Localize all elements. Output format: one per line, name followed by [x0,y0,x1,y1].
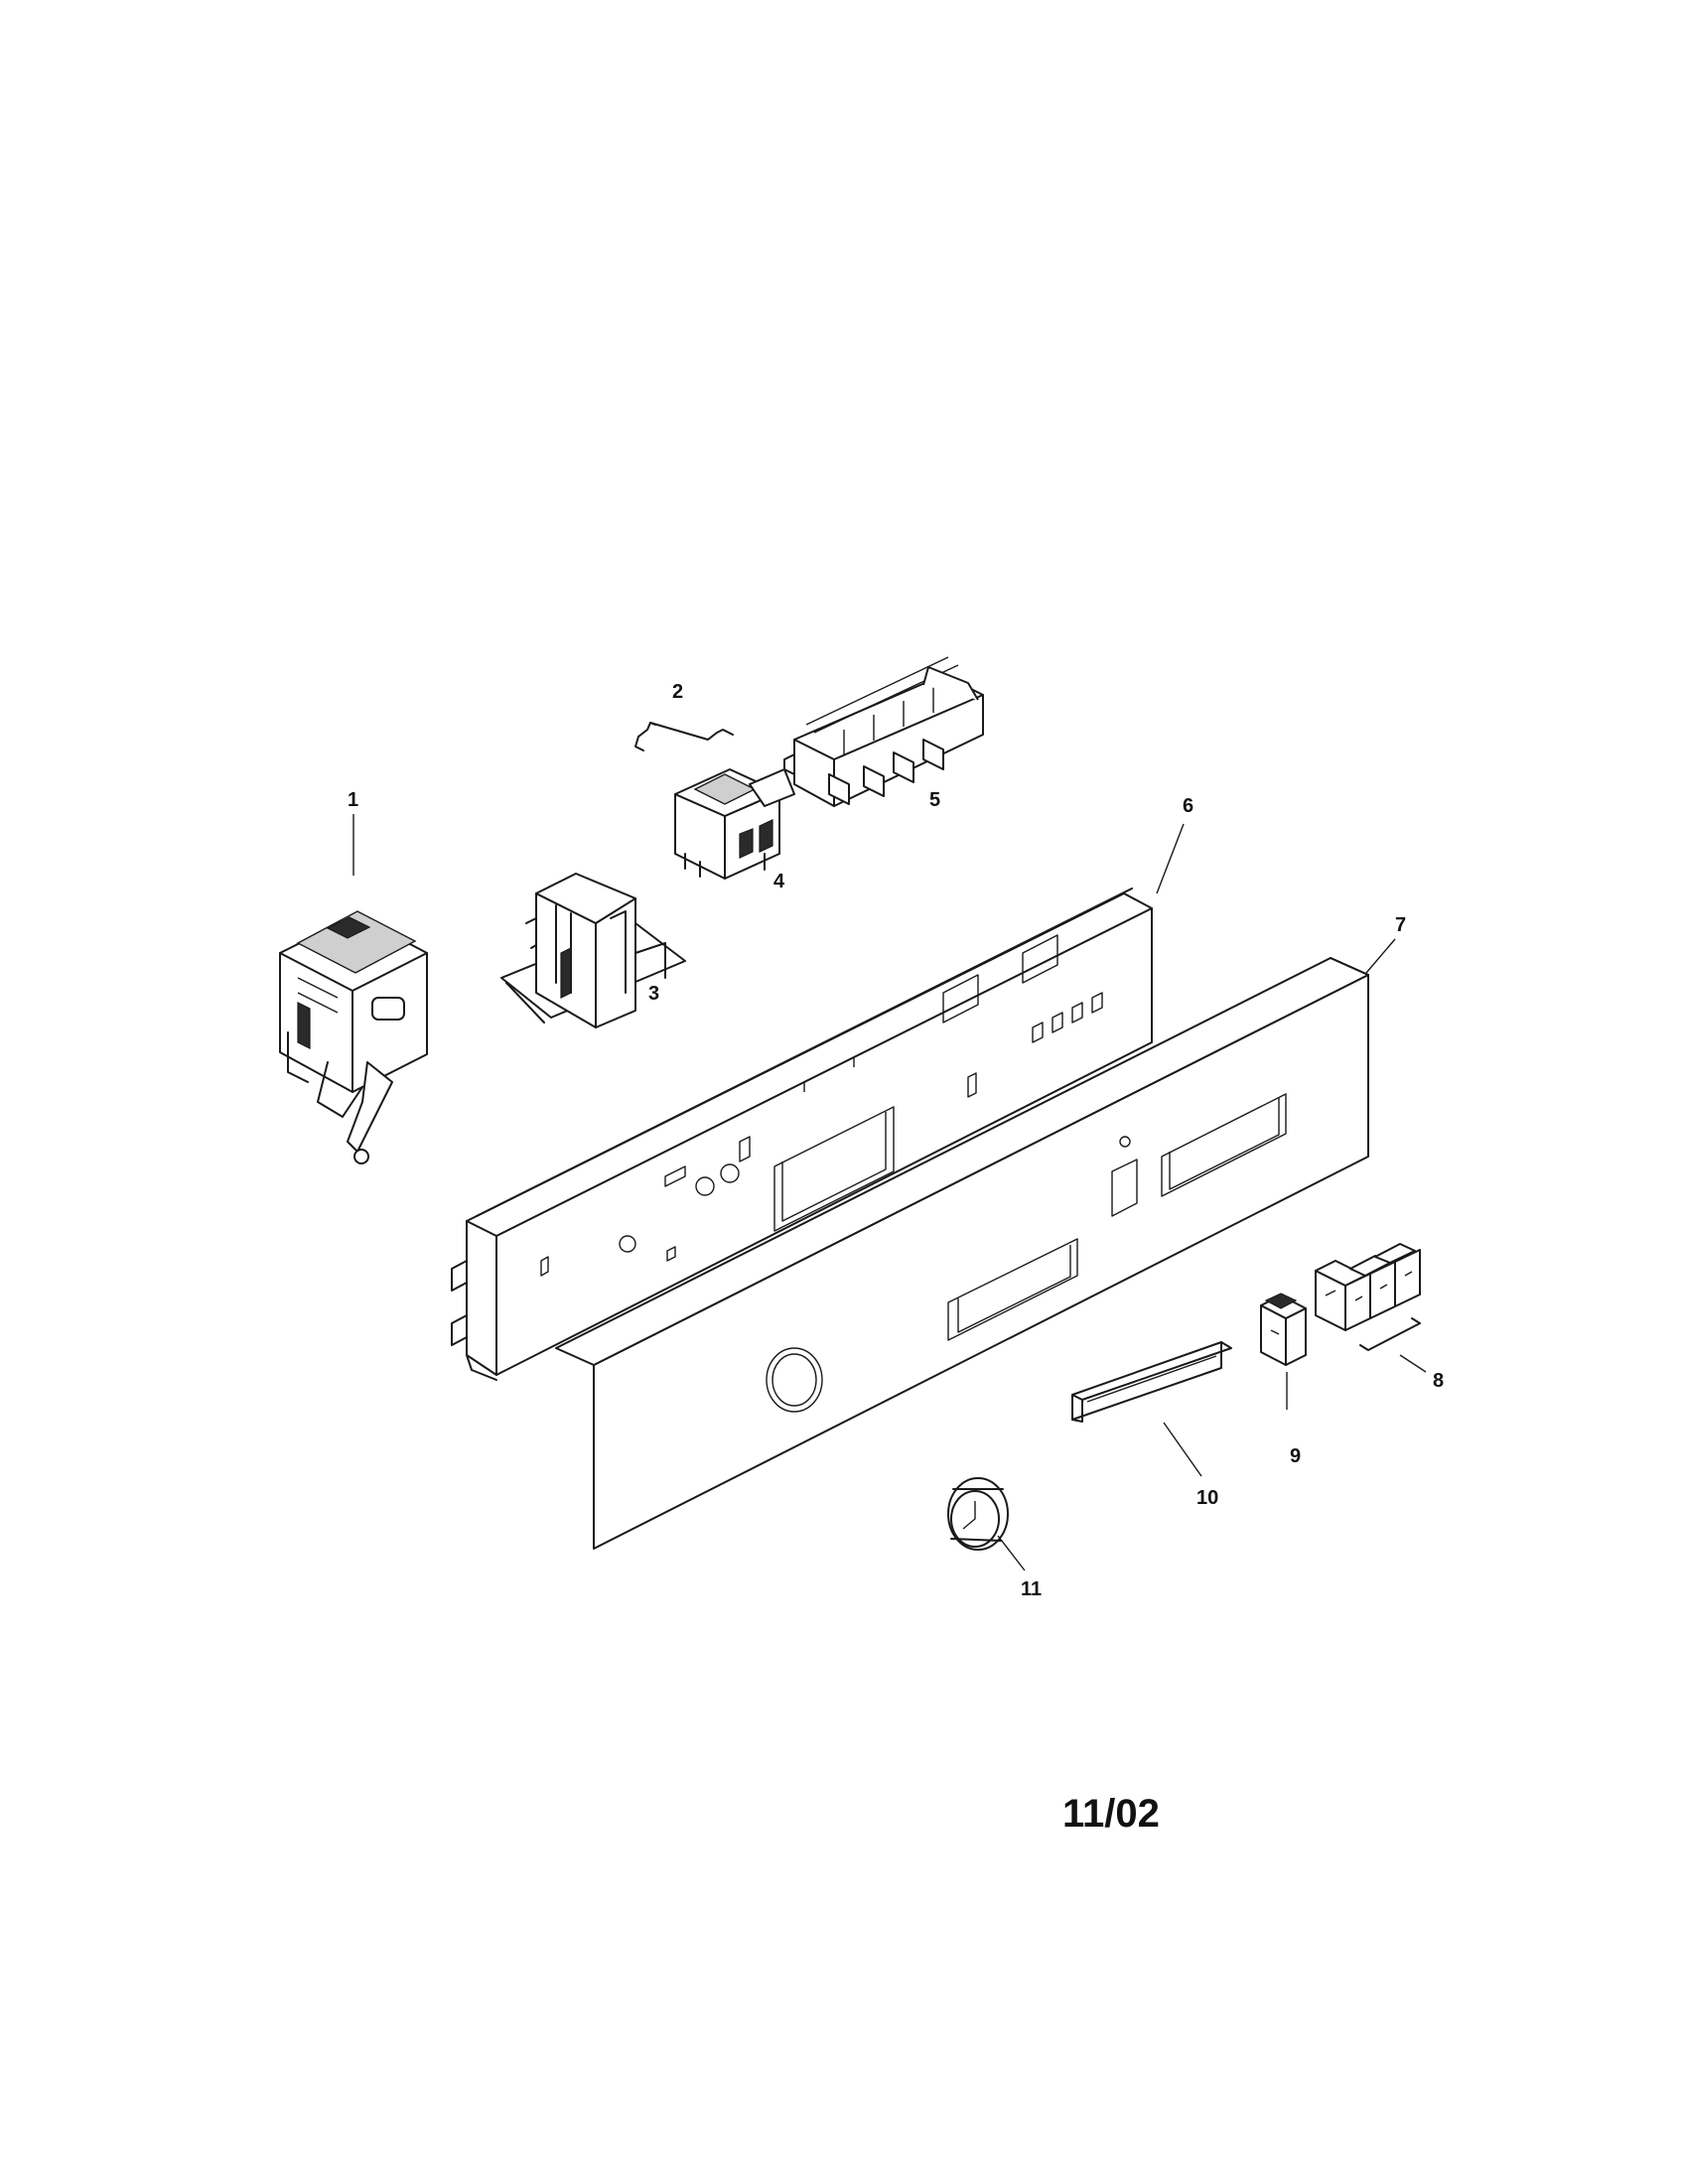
leader-lines [352,814,1427,1571]
callout-labels: 1 2 3 4 5 6 7 8 9 10 11 [348,681,1444,1600]
callout-10: 10 [1196,1487,1218,1509]
part-5-switch-bank [783,656,984,807]
date-code: 11/02 [1062,1792,1160,1836]
part-4-switch-module [674,768,795,880]
callout-11: 11 [1021,1578,1042,1600]
part-10-lens-strip [1071,1341,1232,1423]
callout-7: 7 [1395,914,1406,936]
callout-2: 2 [672,681,683,703]
callout-3: 3 [648,983,659,1005]
callout-9: 9 [1290,1445,1301,1467]
part-8-button-set [1315,1243,1421,1351]
part-2-wire-clip [634,722,734,751]
part-3-switch-bracket [500,873,686,1028]
callout-5: 5 [929,789,940,811]
part-6-inner-panel [451,887,1153,1381]
callout-8: 8 [1433,1370,1444,1392]
part-11-knob [947,1477,1009,1551]
callout-6: 6 [1183,795,1193,817]
callout-4: 4 [773,871,785,892]
part-9-button [1260,1293,1307,1366]
part-7-outer-panel [555,957,1369,1550]
callout-1: 1 [348,789,358,811]
part-1-timer [279,910,428,1164]
